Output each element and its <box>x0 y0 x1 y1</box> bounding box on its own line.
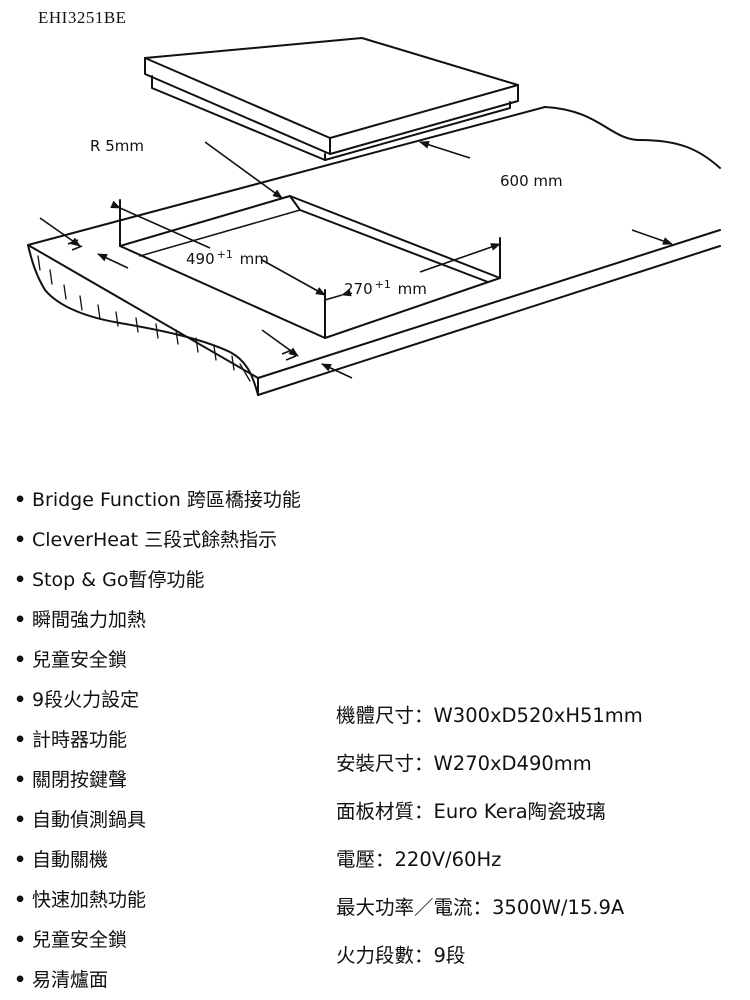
feature-item: •Stop & Go暫停功能 <box>14 560 301 600</box>
bullet-icon: • <box>14 849 27 871</box>
feature-item: •易清爐面 <box>14 960 301 1000</box>
bullet-icon: • <box>14 649 27 671</box>
feature-item: •關閉按鍵聲 <box>14 760 301 800</box>
cutout-width-tolerance: +1 <box>374 278 391 291</box>
feature-text: 自動關機 <box>32 849 109 871</box>
radius-label: R 5mm <box>90 137 144 155</box>
feature-item: •自動偵測鍋具 <box>14 800 301 840</box>
length-arrow-left <box>110 200 211 249</box>
bullet-icon: • <box>14 689 27 711</box>
cutout-width-unit: mm <box>397 280 427 298</box>
feature-item: •9段火力設定 <box>14 680 301 720</box>
bullet-icon: • <box>14 969 27 991</box>
spec-heat-levels: 火力段數：9段 <box>336 944 466 967</box>
feature-text: Stop & Go暫停功能 <box>32 569 205 591</box>
feature-text: 自動偵測鍋具 <box>32 809 147 831</box>
feature-text: 兒童安全鎖 <box>32 649 128 671</box>
length-arrow-right <box>261 259 326 296</box>
cutout-width-value: 270 <box>344 280 373 298</box>
cutout-width-label: 270+1 mm <box>344 278 427 298</box>
edge-arrow-right <box>631 229 673 245</box>
feature-item: •兒童安全鎖 <box>14 920 301 960</box>
spec-body-size: 機體尺寸：W300xD520xH51mm <box>336 704 643 727</box>
feature-text: 兒童安全鎖 <box>32 929 128 951</box>
bullet-icon: • <box>14 609 27 631</box>
edge-arrow-bottom-1 <box>261 329 299 357</box>
bullet-icon: • <box>14 489 27 511</box>
bullet-icon: • <box>14 769 27 791</box>
feature-text: 快速加熱功能 <box>32 889 147 911</box>
cutout-length-label: 490+1 mm <box>186 248 269 268</box>
bullet-icon: • <box>14 569 27 591</box>
installation-diagram <box>27 37 721 396</box>
bullet-icon: • <box>14 889 27 911</box>
width-arrow-right <box>419 243 501 273</box>
feature-text: 計時器功能 <box>32 729 128 751</box>
feature-item: •自動關機 <box>14 840 301 880</box>
spec-list: 機體尺寸：W300xD520xH51mm 安裝尺寸：W270xD490mm 面板… <box>336 692 643 980</box>
edge-arrow-bottom-2 <box>321 363 353 379</box>
countertop <box>27 106 721 396</box>
spec-panel-material: 面板材質：Euro Kera陶瓷玻璃 <box>336 800 606 823</box>
feature-item: •快速加熱功能 <box>14 880 301 920</box>
hob-appliance <box>144 37 519 161</box>
feature-text: 9段火力設定 <box>32 689 140 711</box>
bullet-icon: • <box>14 529 27 551</box>
feature-text: 瞬間強力加熱 <box>32 609 147 631</box>
spec-voltage: 電壓：220V/60Hz <box>336 848 502 871</box>
cutout-opening <box>119 195 501 339</box>
equal-mark-bottom <box>281 349 297 361</box>
feature-text: Bridge Function 跨區橋接功能 <box>32 489 301 511</box>
spec-max-power: 最大功率／電流：3500W/15.9A <box>336 896 625 919</box>
bullet-icon: • <box>14 729 27 751</box>
feature-item: •CleverHeat 三段式餘熱指示 <box>14 520 301 560</box>
feature-item: •計時器功能 <box>14 720 301 760</box>
feature-list: •Bridge Function 跨區橋接功能 •CleverHeat 三段式餘… <box>14 480 301 1000</box>
depth-label: 600 mm <box>500 172 563 190</box>
edge-arrow-left-2 <box>97 253 129 269</box>
feature-text: 關閉按鍵聲 <box>32 769 128 791</box>
cutout-length-value: 490 <box>186 250 215 268</box>
bullet-icon: • <box>14 929 27 951</box>
feature-text: CleverHeat 三段式餘熱指示 <box>32 529 278 551</box>
cutout-length-tolerance: +1 <box>216 248 233 261</box>
radius-leader-arrow <box>204 141 283 199</box>
depth-arrow <box>419 140 471 159</box>
equal-mark-left <box>67 239 83 251</box>
feature-item: •Bridge Function 跨區橋接功能 <box>14 480 301 520</box>
model-number: EHI3251BE <box>38 8 127 27</box>
bullet-icon: • <box>14 809 27 831</box>
spec-install-size: 安裝尺寸：W270xD490mm <box>336 752 592 775</box>
feature-item: •瞬間強力加熱 <box>14 600 301 640</box>
width-arrow-left <box>324 288 352 301</box>
cutout-length-unit: mm <box>239 250 269 268</box>
feature-text: 易清爐面 <box>32 969 109 991</box>
feature-item: •兒童安全鎖 <box>14 640 301 680</box>
